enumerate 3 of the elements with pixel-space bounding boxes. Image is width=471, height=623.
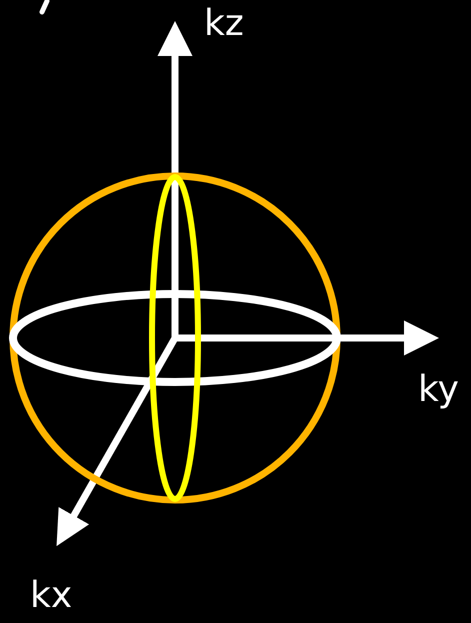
axis-label: kz <box>204 6 244 42</box>
axis-label: kx <box>30 578 72 614</box>
axis-label: ky <box>418 372 459 408</box>
